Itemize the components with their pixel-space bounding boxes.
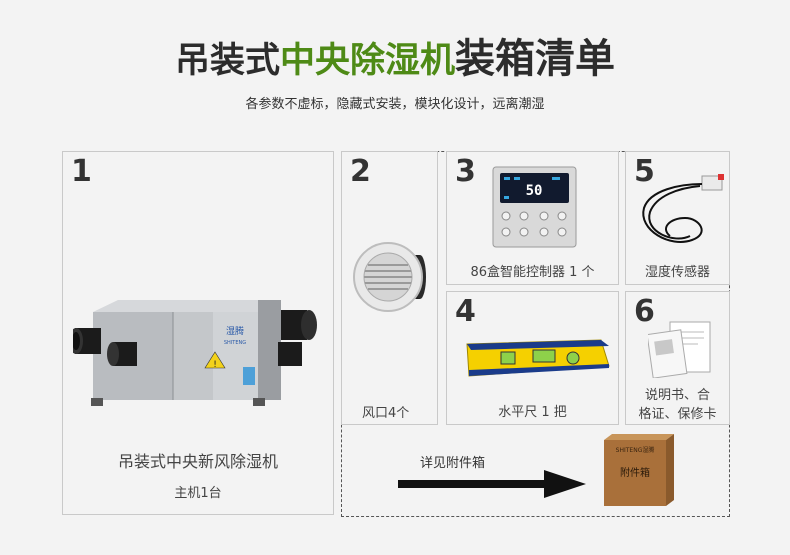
item-level-card: 4 水平尺 1 把 — [446, 291, 619, 425]
sensor-label: 湿度传感器 — [644, 265, 710, 280]
title-part2: 中央除湿机 — [280, 41, 456, 81]
air-vent-label: 风口4个 — [362, 406, 410, 421]
item-air-vent-card: 2 风口4个 — [341, 151, 438, 425]
controller-label: 86盒智能控制器 1 个 — [470, 265, 595, 280]
main-unit-name: 吊装式中央新风除湿机 — [117, 452, 278, 471]
brand-logo-cn: 湿腾 — [226, 325, 244, 337]
item-controller-card: 3 50 86盒智能控制器 1 个 — [446, 151, 619, 285]
level-label: 水平尺 1 把 — [498, 405, 567, 420]
item-number: 1 — [71, 154, 92, 189]
item-manual-card: 6 说明书、合 格证、保修卡 — [625, 291, 730, 425]
page-title: 吊装式中央除湿机装箱清单 — [0, 26, 790, 84]
subtitle: 各参数不虚标，隐藏式安装，模块化设计，远离潮湿 — [245, 97, 545, 112]
item-number: 4 — [455, 294, 476, 329]
item-number: 6 — [634, 294, 655, 329]
main-unit-qty: 主机1台 — [174, 486, 222, 501]
manual-image — [648, 321, 711, 378]
sensor-image — [642, 174, 724, 243]
title-part1: 吊装式 — [174, 41, 280, 81]
accessory-box-image: SHITENG湿腾 附件箱 — [604, 434, 674, 506]
arrow-label: 详见附件箱 — [420, 456, 486, 471]
manual-label-line1: 说明书、合 — [644, 388, 710, 403]
item-sensor-card: 5 湿度传感器 — [625, 151, 730, 285]
item-main-unit-card: 1 湿腾 SHITENG ! 吊装式中央新风除湿机 主机1台 — [62, 151, 334, 515]
box-brand: SHITENG湿腾 — [616, 446, 655, 454]
controller-display: 50 — [526, 183, 543, 199]
air-vent-image — [353, 242, 426, 312]
item-number: 2 — [350, 154, 371, 189]
level-image — [466, 339, 610, 377]
box-label: 附件箱 — [620, 466, 650, 479]
brand-logo-en: SHITENG — [224, 340, 246, 346]
title-part3: 装箱清单 — [455, 36, 616, 82]
controller-image: 50 — [492, 166, 577, 248]
arrow-right-icon — [398, 470, 586, 498]
dehumidifier-image: 湿腾 SHITENG ! — [73, 300, 317, 406]
manual-label-line2: 格证、保修卡 — [638, 407, 717, 422]
svg-text:!: ! — [213, 360, 217, 370]
item-number: 5 — [634, 154, 655, 189]
item-number: 3 — [455, 154, 476, 189]
